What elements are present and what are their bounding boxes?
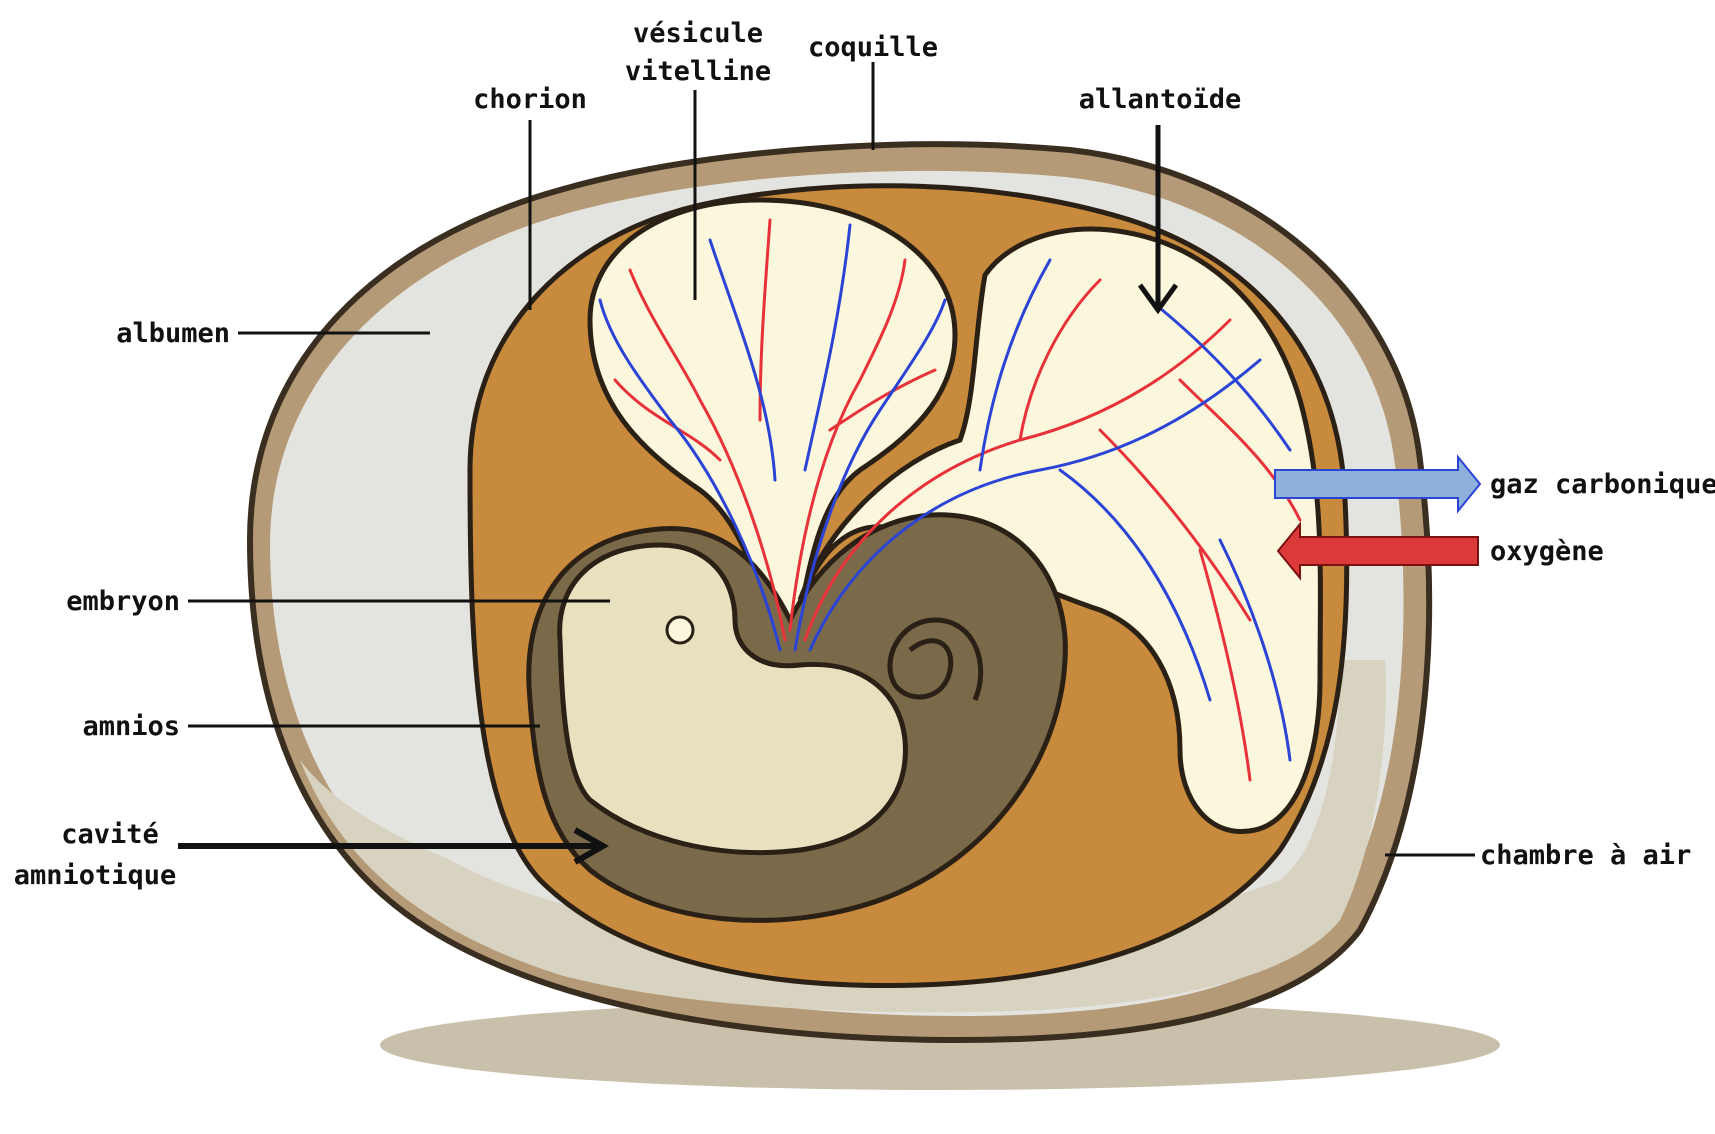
label-cavite-line2: amniotique — [14, 860, 177, 891]
label-vesicule-line2: vitelline — [625, 56, 771, 87]
label-chambre-a-air: chambre à air — [1480, 840, 1691, 871]
label-allantoide: allantoïde — [1079, 84, 1242, 115]
label-cavite-line1: cavité — [61, 819, 159, 850]
label-chorion: chorion — [473, 84, 587, 115]
label-coquille: coquille — [808, 32, 938, 63]
label-gaz-carbonique: gaz carbonique — [1490, 469, 1715, 500]
label-albumen: albumen — [116, 318, 230, 349]
embryo-eye — [667, 617, 693, 643]
label-oxygene: oxygène — [1490, 536, 1604, 567]
label-amnios: amnios — [82, 711, 180, 742]
label-vesicule-line1: vésicule — [633, 18, 763, 49]
label-embryon: embryon — [66, 586, 180, 617]
